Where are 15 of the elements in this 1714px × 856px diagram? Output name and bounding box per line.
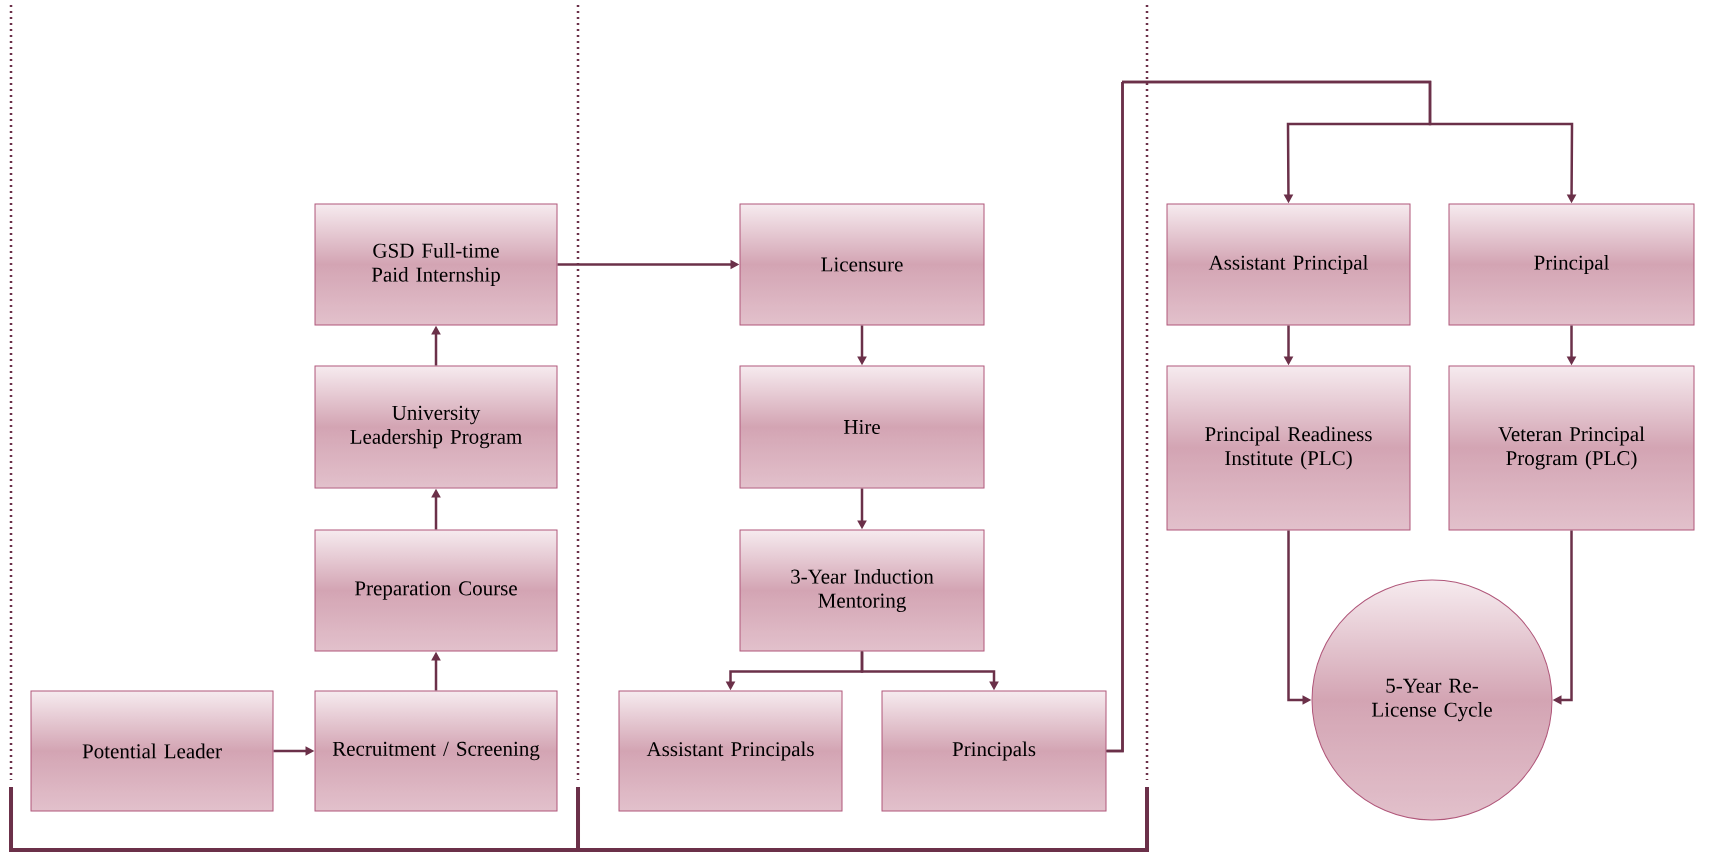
process-box: Assistant Principal (1166, 203, 1411, 326)
process-box: Hire (739, 365, 985, 489)
process-box: Potential Leader (30, 690, 274, 812)
process-box: University Leadership Program (314, 365, 558, 489)
process-box: Principal (1448, 203, 1695, 326)
process-box: Veteran Principal Program (PLC) (1448, 365, 1695, 531)
process-box: Preparation Course (314, 529, 558, 652)
process-box: 3-Year Induction Mentoring (739, 529, 985, 652)
process-box: Licensure (739, 203, 985, 326)
process-box: Assistant Principals (618, 690, 843, 812)
process-box: Principals (881, 690, 1107, 812)
process-box: Recruitment / Screening (314, 690, 558, 812)
process-box: Principal Readiness Institute (PLC) (1166, 365, 1411, 531)
arrow (1106, 80, 1577, 753)
process-box: GSD Full-time Paid Internship (314, 203, 558, 326)
